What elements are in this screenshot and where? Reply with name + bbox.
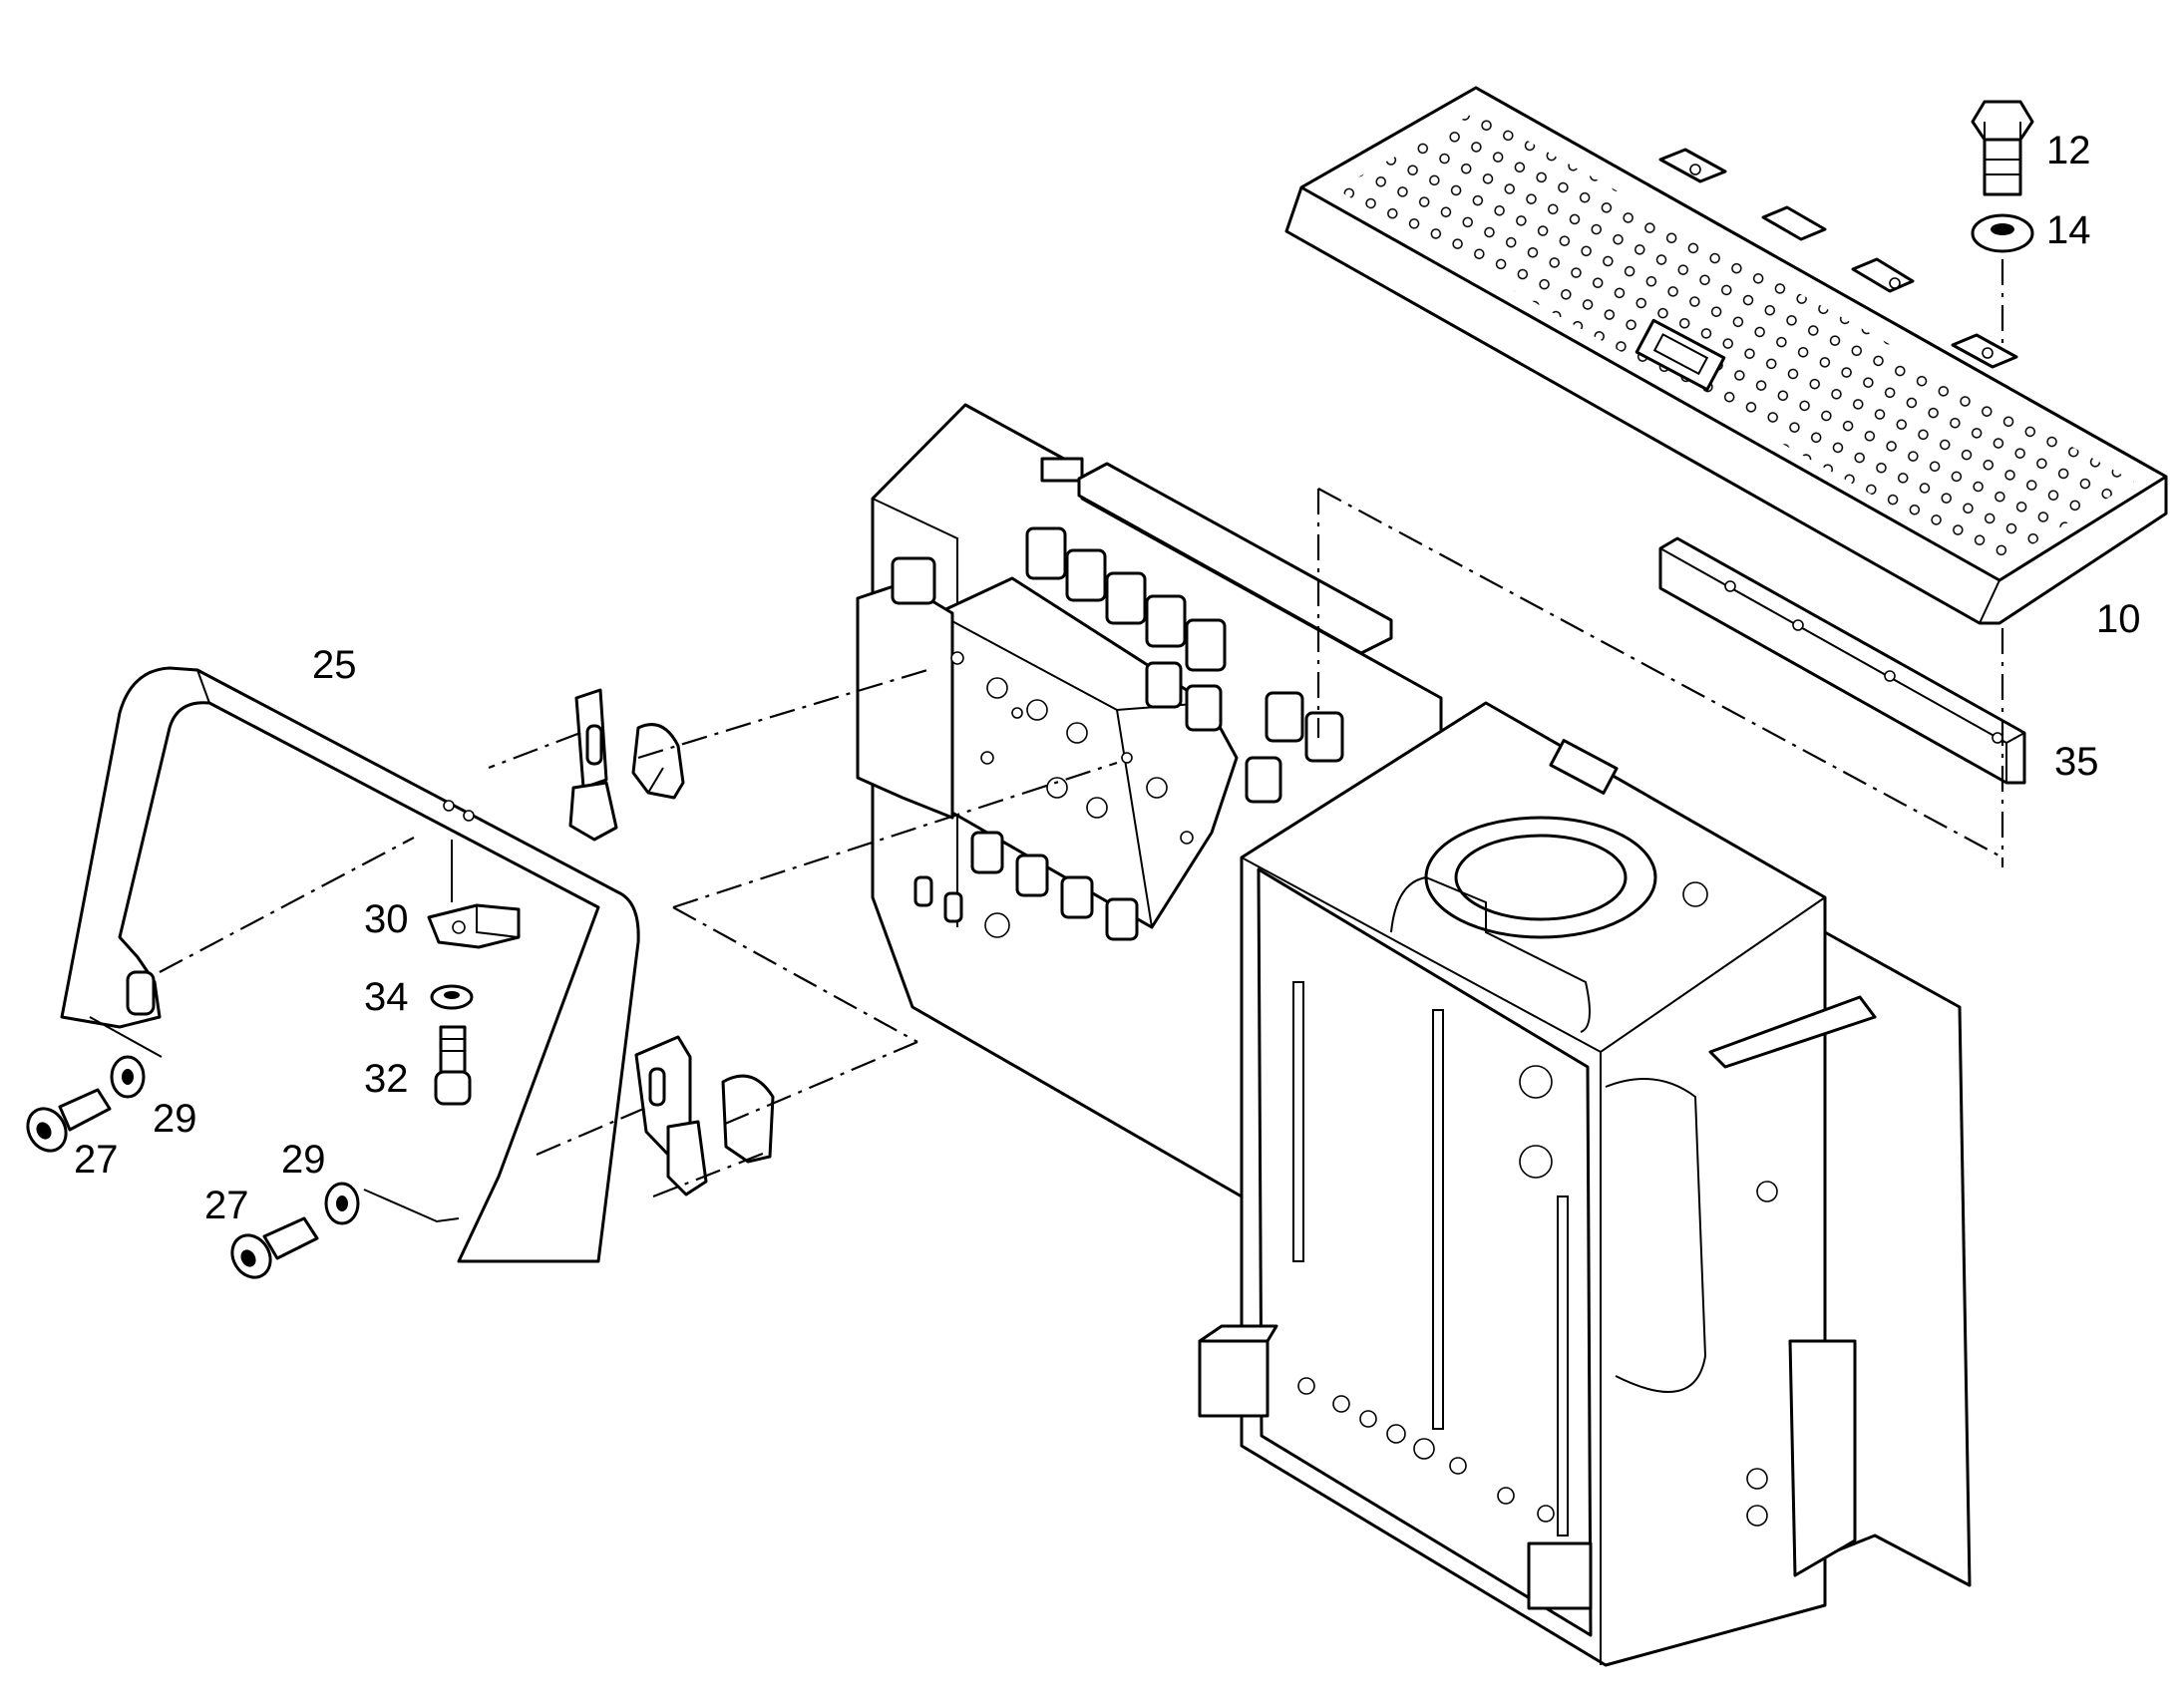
callout-labels: 12 14 10 35 25 30 34 32 29 27 29 27 <box>74 129 2141 1227</box>
latch-plate-part-30 <box>427 903 521 949</box>
cap-screw-part-27-lower <box>230 1216 319 1279</box>
lock-washer-part-34 <box>430 984 474 1010</box>
cap-screw-part-27-upper <box>26 1088 112 1153</box>
handle-bar-part-25 <box>60 666 640 1263</box>
callout-29-lower: 29 <box>281 1138 326 1182</box>
callout-10: 10 <box>2096 597 2141 641</box>
callout-29-upper: 29 <box>153 1097 197 1141</box>
callout-35: 35 <box>2054 740 2099 784</box>
main-frame-assembly <box>856 403 1972 1667</box>
screw-part-32 <box>434 1025 472 1106</box>
support-bar-part-35 <box>1658 536 2026 785</box>
upper-hinge-brackets <box>568 688 685 842</box>
callout-30: 30 <box>364 897 409 941</box>
callout-32: 32 <box>364 1057 409 1101</box>
bolt-part-12 <box>1971 100 2034 196</box>
callout-25: 25 <box>312 643 357 687</box>
callout-14: 14 <box>2046 208 2091 252</box>
callout-34: 34 <box>364 975 409 1019</box>
washer-part-29-lower <box>324 1182 360 1225</box>
perforated-cover-part-10 <box>1284 86 2168 625</box>
washer-part-29-upper <box>110 1055 146 1099</box>
callout-12: 12 <box>2046 129 2091 172</box>
lower-hinge-brackets <box>634 1035 775 1196</box>
washer-part-14 <box>1971 213 2034 253</box>
callout-27-upper: 27 <box>74 1138 119 1182</box>
assembly-leader-lines <box>89 259 2004 1223</box>
callout-27-lower: 27 <box>204 1184 249 1227</box>
